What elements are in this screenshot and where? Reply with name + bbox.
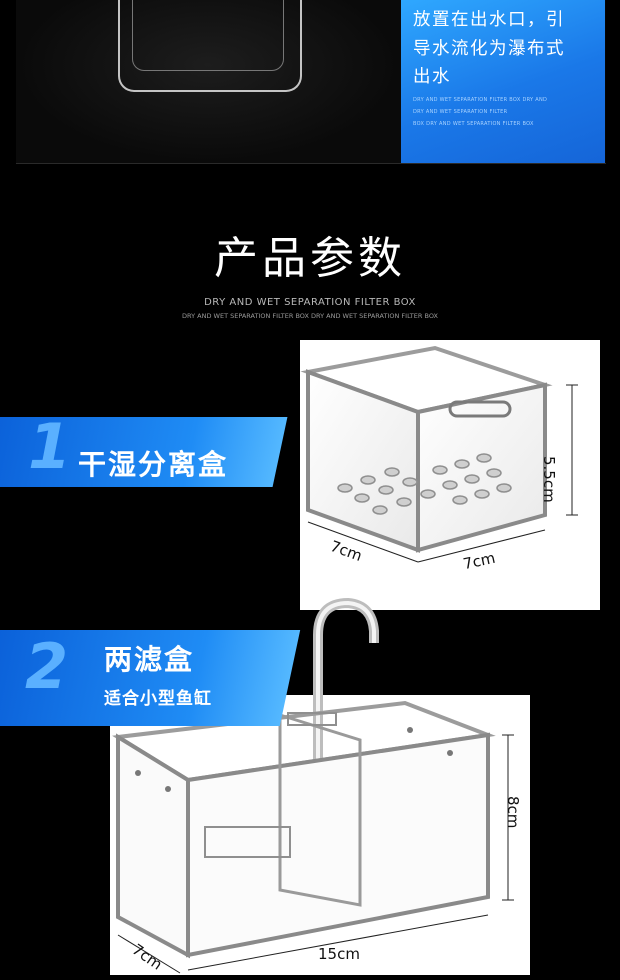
acrylic-plate-image [118,0,302,92]
tiny-text-3: BOX DRY AND WET SEPARATION FILTER BOX [413,121,534,127]
section-title: 产品参数 [214,233,406,284]
tiny-text-1: DRY AND WET SEPARATION FILTER BOX DRY AN… [413,97,548,103]
description-line-1: 放置在出水口，引 [413,10,565,30]
dim-height-2: 8cm [504,796,522,829]
section-subtitle: DRY AND WET SEPARATION FILTER BOX [204,297,416,308]
section-subtitle-small: DRY AND WET SEPARATION FILTER BOX DRY AN… [182,312,438,320]
description-line-3: 出水 [413,67,451,87]
tiny-text-2: DRY AND WET SEPARATION FILTER [413,109,508,115]
tag-name-1: 干湿分离盒 [78,448,229,481]
product-photo-top [16,0,401,163]
filter-box-1-image [300,340,600,610]
tag-number-2: 2 [25,630,69,703]
dim-height-1: 5.5cm [540,456,558,503]
tag-name-2: 两滤盒 [104,643,195,676]
acrylic-plate-inner [132,0,284,71]
filter-box-2-image [110,597,530,975]
tag-number-1: 1 [28,410,72,483]
description-box [401,0,605,163]
description-line-2: 导水流化为瀑布式 [413,39,565,59]
tag-subtitle-2: 适合小型鱼缸 [104,689,212,709]
dim-width-2: 15cm [318,945,360,963]
